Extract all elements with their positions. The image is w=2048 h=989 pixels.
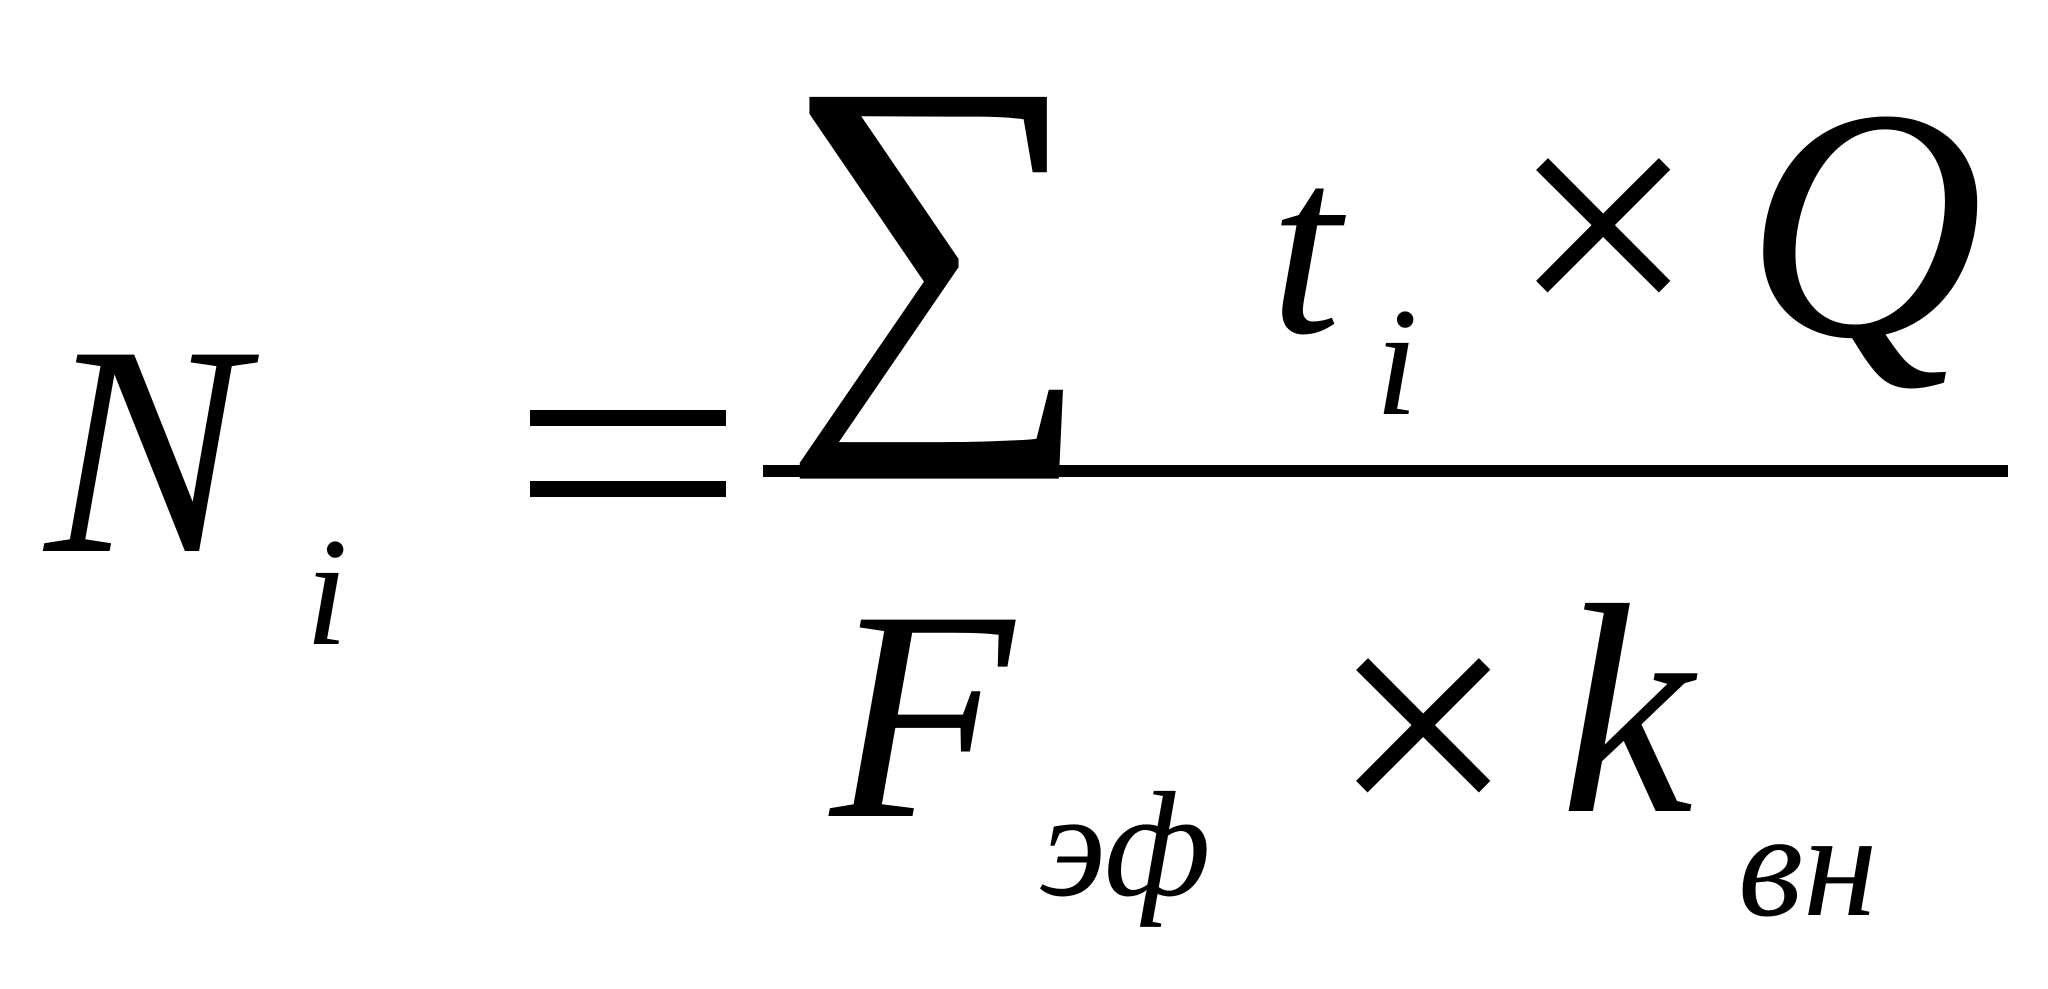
denominator-factor-subscript: вн [1738, 782, 1878, 948]
lhs-subscript: i [305, 506, 349, 678]
lhs-symbol: N [45, 284, 246, 616]
denominator-factor-symbol: k [1560, 544, 1694, 876]
equals-sign-bottom-bar [530, 481, 726, 497]
denominator-term-subscript: эф [1040, 762, 1211, 928]
denominator-times-sign: × [1330, 542, 1517, 907]
sum-sign: ∑ [780, 0, 1094, 481]
denominator-term-symbol: F [830, 549, 1014, 881]
equals-sign-top-bar [530, 410, 726, 426]
fraction-line [763, 465, 2008, 477]
numerator-term-subscript: i [1375, 276, 1419, 448]
numerator-times-sign: × [1510, 42, 1697, 407]
numerator-factor-symbol: Q [1745, 42, 1984, 407]
numerator-term-symbol: t [1270, 106, 1341, 388]
